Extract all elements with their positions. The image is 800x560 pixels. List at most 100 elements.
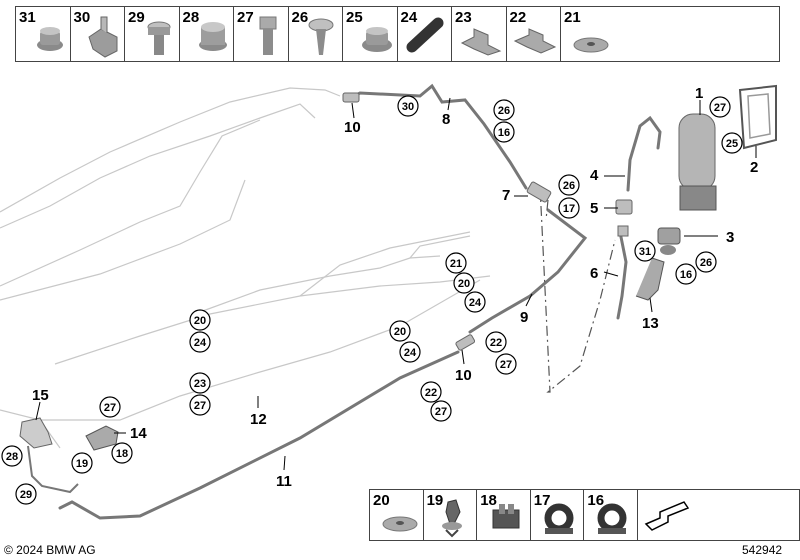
pipe-11: [58, 350, 460, 520]
circled-markers: [1, 95, 743, 505]
circled-28[interactable]: 28: [6, 451, 18, 463]
part-number: 25: [346, 9, 363, 26]
part-cell-23[interactable]: 23: [452, 7, 507, 61]
pipe-lines: [58, 83, 662, 520]
callout-1[interactable]: 1: [695, 85, 703, 102]
pipe-upper: [350, 83, 528, 190]
callout-12[interactable]: 12: [250, 411, 267, 428]
circled-27[interactable]: 27: [500, 359, 512, 371]
circled-18[interactable]: 18: [116, 448, 128, 460]
callout-10-lower[interactable]: 10: [455, 367, 472, 384]
callout-8[interactable]: 8: [442, 111, 450, 128]
circled-22[interactable]: 22: [425, 387, 437, 399]
hose-4: [626, 115, 662, 192]
tapping-screw-icon: [308, 18, 333, 55]
circled-26[interactable]: 26: [700, 257, 712, 269]
part-number: 31: [19, 9, 36, 26]
part-cell-22[interactable]: 22: [507, 7, 561, 61]
part-number: 28: [182, 9, 200, 26]
flange-nut-icon: [37, 27, 63, 51]
circled-24[interactable]: 24: [469, 297, 482, 309]
circled-20[interactable]: 20: [194, 315, 206, 327]
bracket-13: [635, 257, 665, 301]
circled-19[interactable]: 19: [76, 458, 88, 470]
parts-strip-top: 31 30 29 28 27 26 25 24 23 22 21: [15, 6, 780, 62]
part-cell-30[interactable]: 30: [71, 7, 125, 61]
valve-3: [657, 227, 681, 255]
part-number: 27: [237, 9, 254, 26]
callout-10-upper[interactable]: 10: [344, 119, 361, 136]
part-cell-19[interactable]: 19: [424, 490, 478, 540]
circled-21[interactable]: 21: [450, 258, 462, 270]
part-number: 21: [564, 9, 581, 26]
clip-bracket-icon: [87, 16, 117, 58]
part-cell-18[interactable]: 18: [477, 490, 531, 540]
circled-24[interactable]: 24: [194, 337, 207, 349]
cable-holder-icon: [492, 504, 520, 529]
callout-leaders: [35, 97, 757, 471]
circled-27[interactable]: 27: [714, 102, 726, 114]
mounting-clip-icon: [460, 28, 502, 56]
diagram-canvas: 1 2 3 4 5 6 7 8 9 10 10 11 12 13 14 15: [0, 83, 777, 520]
circled-23[interactable]: 23: [194, 378, 206, 390]
part-cell-29[interactable]: 29: [125, 7, 180, 61]
pipe-clamp-icon: [544, 503, 574, 534]
part-callouts: 1 2 3 4 5 6 7 8 9 10 10 11 12 13 14 15: [32, 85, 758, 490]
part-cell-26[interactable]: 26: [289, 7, 343, 61]
hex-bolt-icon: [259, 16, 277, 55]
circled-26[interactable]: 26: [563, 180, 575, 192]
hex-nut-icon: [198, 22, 227, 51]
circled-22[interactable]: 22: [490, 337, 502, 349]
part-number: 30: [73, 9, 91, 26]
callout-5[interactable]: 5: [590, 200, 598, 217]
pipe-9: [468, 208, 588, 334]
callout-11[interactable]: 11: [276, 473, 292, 490]
circled-16[interactable]: 16: [680, 269, 692, 281]
hose-6: [616, 230, 628, 320]
torx-screw-icon: [147, 21, 171, 55]
flange-nut-icon: [362, 27, 392, 52]
copyright-notice: © 2024 BMW AG: [4, 543, 96, 557]
callout-14[interactable]: 14: [130, 425, 147, 442]
circled-30[interactable]: 30: [402, 101, 414, 113]
part-cell-24[interactable]: 24: [398, 7, 452, 61]
part-number: 16: [587, 492, 605, 509]
circled-20[interactable]: 20: [394, 326, 406, 338]
part-cell-28[interactable]: 28: [180, 7, 234, 61]
bracket-15: [19, 417, 79, 494]
callout-7[interactable]: 7: [502, 187, 510, 204]
circled-labels: 27 25 30 26 16 26 17 31 16 26 21 20 24 2…: [6, 101, 738, 501]
circled-20[interactable]: 20: [458, 278, 470, 290]
part-cell-16[interactable]: 16: [584, 490, 638, 540]
part-cell-27[interactable]: 27: [234, 7, 289, 61]
callout-15[interactable]: 15: [32, 387, 49, 404]
direction-arrow-cell: [638, 490, 692, 540]
callout-4[interactable]: 4: [590, 167, 599, 184]
circled-17[interactable]: 17: [563, 203, 575, 215]
circled-29[interactable]: 29: [20, 489, 32, 501]
callout-9[interactable]: 9: [520, 309, 528, 326]
part-cell-20[interactable]: 20: [370, 490, 424, 540]
circled-25[interactable]: 25: [726, 138, 738, 150]
part-number: 24: [400, 9, 418, 26]
callout-13[interactable]: 13: [642, 315, 659, 332]
circled-27[interactable]: 27: [104, 402, 116, 414]
part-cell-25[interactable]: 25: [343, 7, 398, 61]
pipe-clamp-icon: [597, 503, 627, 534]
callout-2[interactable]: 2: [750, 159, 758, 176]
circled-24[interactable]: 24: [404, 347, 417, 359]
part-cell-31[interactable]: 31: [16, 7, 71, 61]
leader-dashes: [539, 185, 616, 393]
part-number: 29: [128, 9, 145, 26]
circled-27[interactable]: 27: [194, 400, 206, 412]
part-number: 20: [373, 492, 390, 509]
callout-3[interactable]: 3: [726, 229, 734, 246]
callout-6[interactable]: 6: [590, 265, 598, 282]
circled-31[interactable]: 31: [639, 246, 651, 258]
part-cell-17[interactable]: 17: [531, 490, 585, 540]
bracket-14: [85, 425, 119, 451]
circled-26[interactable]: 26: [498, 105, 510, 117]
circled-16[interactable]: 16: [498, 127, 510, 139]
circled-27[interactable]: 27: [435, 406, 447, 418]
part-cell-21[interactable]: 21: [561, 7, 616, 61]
